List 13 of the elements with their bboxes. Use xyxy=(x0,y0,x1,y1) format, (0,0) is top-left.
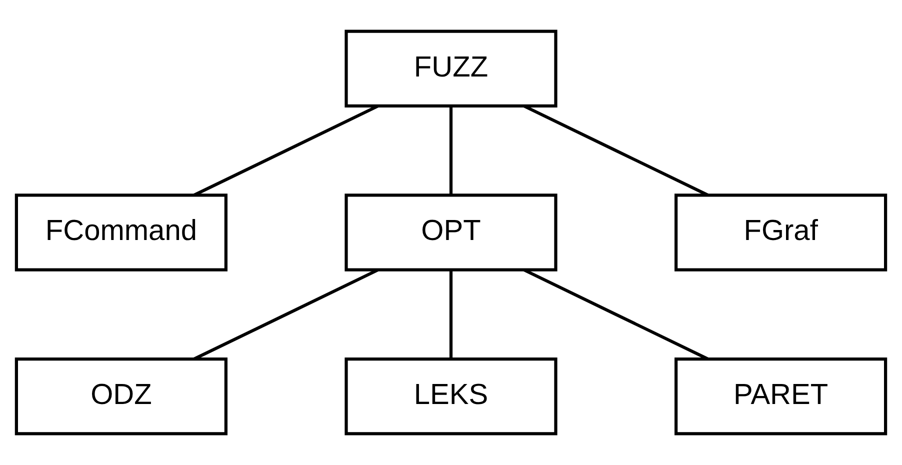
node-box: PARET xyxy=(674,357,888,436)
node-box: LEKS xyxy=(344,357,558,436)
connector xyxy=(449,270,453,359)
node-box: ODZ xyxy=(14,357,228,436)
connector xyxy=(524,104,708,196)
node-box: FGraf xyxy=(674,194,888,272)
node-box: FCommand xyxy=(14,194,228,272)
connector xyxy=(524,268,708,360)
connector xyxy=(449,106,453,196)
connector xyxy=(194,104,378,196)
node-box: OPT xyxy=(344,194,558,272)
connector xyxy=(194,268,378,360)
node-box: FUZZ xyxy=(344,30,558,108)
